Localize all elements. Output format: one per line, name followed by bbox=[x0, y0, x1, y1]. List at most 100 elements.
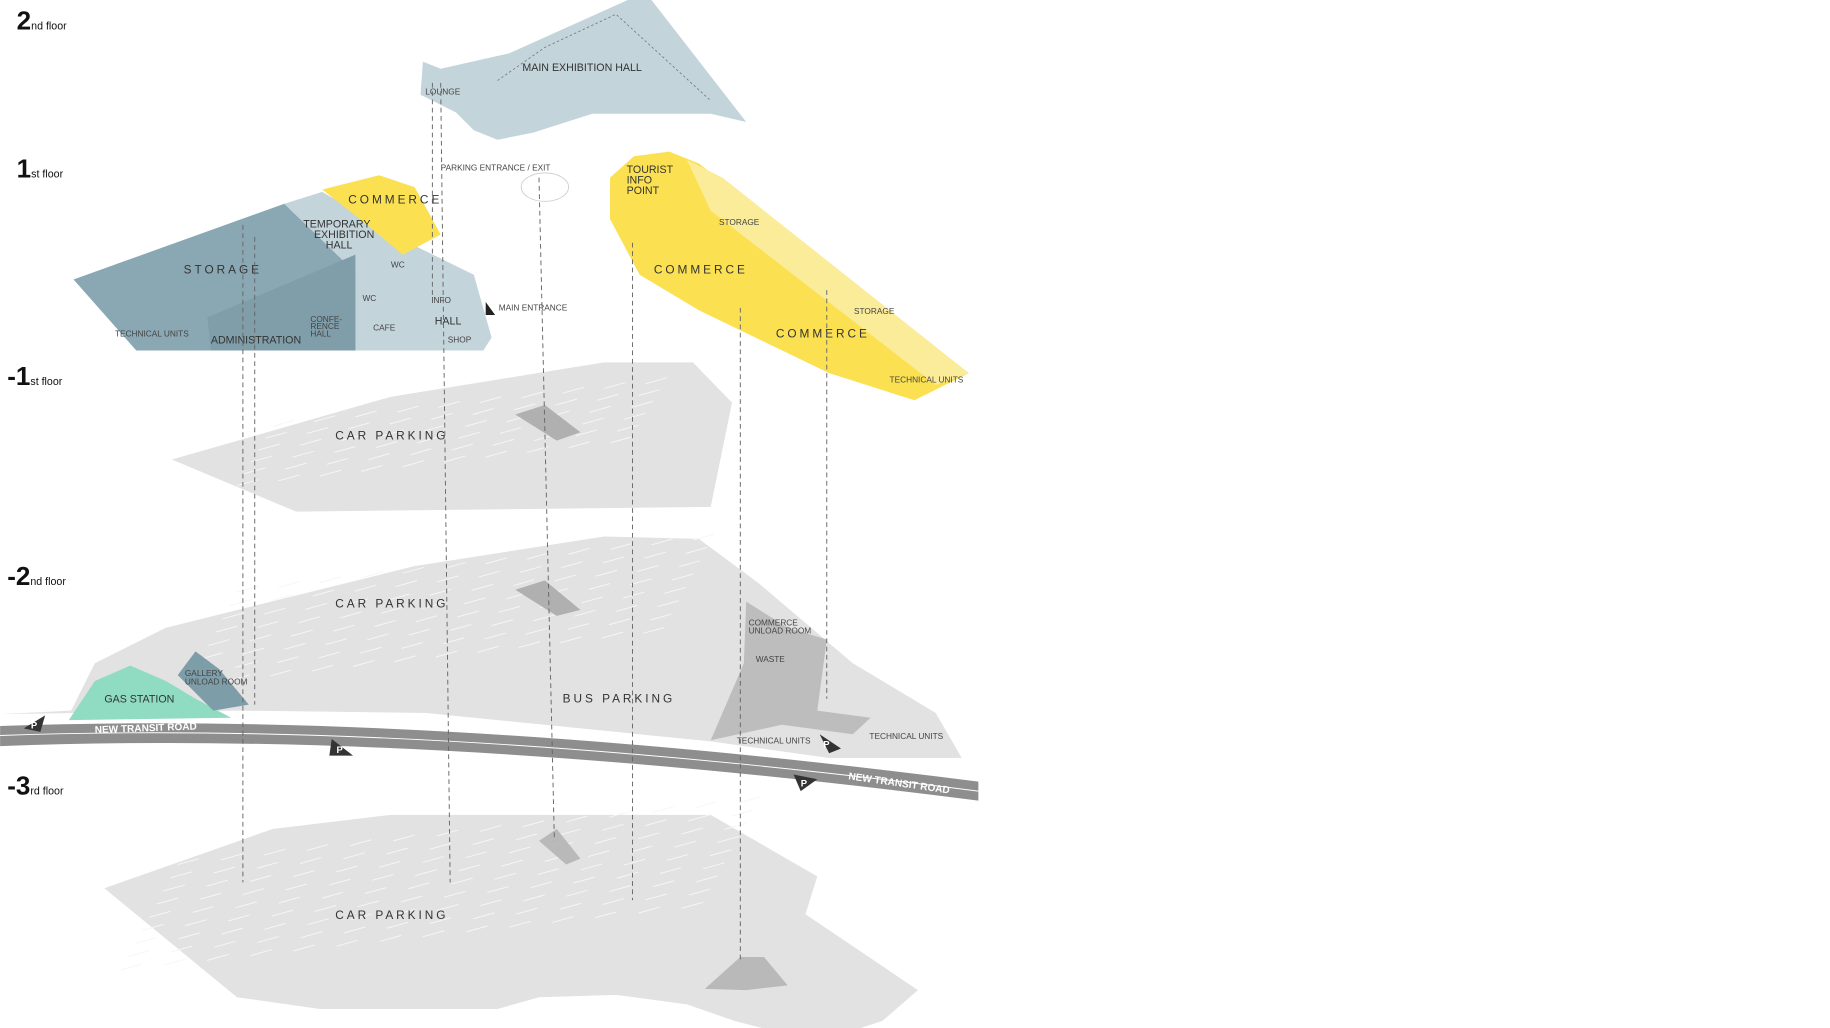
parking-stall-mark bbox=[566, 889, 588, 897]
temporary-hall-label-2: EXHIBITION bbox=[314, 229, 374, 241]
parking-stall-mark bbox=[436, 829, 459, 837]
parking-stall-mark bbox=[574, 609, 596, 617]
parking-stall-mark bbox=[630, 578, 652, 586]
commerce-unload-label-2: UNLOAD ROOM bbox=[749, 626, 812, 636]
parking-stall-mark bbox=[201, 652, 223, 660]
parking-stall-mark bbox=[311, 664, 334, 672]
parking-stall-mark bbox=[177, 858, 200, 866]
parking-stall-mark bbox=[595, 911, 617, 919]
commerce-right-label-2: COMMERCE bbox=[776, 327, 870, 341]
parking-stall-mark bbox=[595, 569, 618, 577]
parking-stall-mark bbox=[681, 827, 703, 835]
parking-stall-mark bbox=[650, 613, 672, 621]
gas-station-area bbox=[68, 665, 232, 721]
parking-stall-mark bbox=[512, 579, 535, 587]
parking-stall-mark bbox=[208, 639, 230, 646]
parking-stall-mark bbox=[278, 581, 300, 588]
bus-parking-label: BUS PARKING bbox=[563, 691, 676, 705]
parking-stall-mark bbox=[214, 940, 236, 948]
new-transit-road bbox=[0, 723, 979, 801]
parking-stall-mark bbox=[256, 861, 279, 869]
parking-stall-mark bbox=[163, 958, 186, 966]
parking-stall-mark bbox=[436, 575, 459, 583]
parking-stall-mark bbox=[368, 453, 390, 460]
parking-stall-mark bbox=[263, 848, 286, 856]
svg-text:2nd floor: 2nd floor bbox=[17, 6, 67, 36]
parking-stall-mark bbox=[215, 625, 238, 633]
parking-stall-mark bbox=[235, 660, 258, 668]
parking-stall-mark bbox=[480, 899, 502, 907]
floor-suffix: nd floor bbox=[30, 576, 66, 588]
parking-stall-mark bbox=[738, 796, 761, 804]
parking-stall-mark bbox=[336, 939, 359, 947]
parking-stall-mark bbox=[731, 809, 753, 817]
parking-stall-mark bbox=[389, 417, 412, 425]
parking-stall-mark bbox=[348, 422, 370, 430]
parking-stall-mark bbox=[588, 583, 611, 590]
parking-stall-mark bbox=[638, 389, 660, 397]
parking-stall-mark bbox=[306, 427, 329, 434]
parking-stall-mark bbox=[258, 443, 280, 451]
parking-stall-mark bbox=[285, 462, 307, 470]
floor-number: -1 bbox=[7, 361, 30, 391]
parking-stall-mark bbox=[429, 588, 452, 596]
parking-stall-mark bbox=[637, 565, 659, 572]
parking-stall-mark bbox=[451, 877, 473, 885]
parking-stall-mark bbox=[264, 922, 286, 930]
parking-stall-mark bbox=[206, 879, 229, 887]
parking-stall-mark bbox=[171, 945, 193, 953]
parking-stall-mark bbox=[645, 893, 668, 901]
parking-stall-mark bbox=[631, 401, 653, 408]
parking-stall-mark bbox=[609, 436, 632, 444]
parking-stall-mark bbox=[228, 674, 251, 682]
parking-stall-mark bbox=[617, 424, 639, 432]
parking-stall-mark bbox=[229, 599, 252, 606]
parking-stall-mark bbox=[257, 936, 279, 943]
parking-stall-mark bbox=[265, 431, 287, 439]
parking-stall-mark bbox=[328, 878, 351, 886]
parking-stall-mark bbox=[609, 885, 632, 892]
parking-sign-icon: P bbox=[329, 739, 354, 756]
parking-stall-mark bbox=[518, 641, 541, 648]
parking-stall-mark bbox=[332, 624, 355, 632]
parking-stall-mark bbox=[657, 600, 679, 608]
temporary-hall-label-3: HALL bbox=[326, 240, 353, 252]
parking-stall-mark bbox=[442, 637, 465, 645]
parking-stall-mark bbox=[367, 633, 389, 641]
parking-stall-mark bbox=[688, 814, 710, 822]
parking-stall-mark bbox=[492, 438, 515, 446]
parking-stall-mark bbox=[678, 560, 701, 568]
parking-stall-mark bbox=[594, 837, 617, 844]
parking-stall-mark bbox=[458, 431, 480, 439]
conference-label-3: HALL bbox=[310, 328, 331, 338]
parking-stall-mark bbox=[692, 533, 715, 541]
parking-stall-mark bbox=[192, 906, 214, 913]
parking-stall-mark bbox=[299, 438, 322, 446]
parking-stall-mark bbox=[509, 920, 531, 928]
parking-stall-mark bbox=[666, 853, 689, 861]
parking-stall-mark bbox=[341, 434, 363, 442]
parking-stall-mark bbox=[355, 410, 377, 418]
parking-stall-mark bbox=[386, 847, 408, 855]
floor1-left-block: STORAGE TECHNICAL UNITS ADMINISTRATION C… bbox=[73, 163, 569, 351]
parking-stall-mark bbox=[602, 556, 625, 564]
parking-stall-mark bbox=[293, 944, 315, 952]
tourist-info-label: TOURIST bbox=[627, 164, 674, 176]
shop-label: SHOP bbox=[448, 334, 472, 344]
parking-stall-mark bbox=[685, 547, 708, 554]
parking-stall-mark bbox=[185, 919, 207, 927]
parking-stall-mark bbox=[220, 853, 243, 861]
main-entrance-label: MAIN ENTRANCE bbox=[499, 302, 568, 312]
parking-stall-mark bbox=[429, 917, 452, 924]
parking-stall-mark bbox=[558, 828, 581, 836]
core-block bbox=[704, 956, 788, 991]
parking-stall-mark bbox=[278, 474, 300, 482]
parking-stall-mark bbox=[554, 574, 576, 582]
svg-text:-2nd floor: -2nd floor bbox=[7, 561, 66, 591]
parking-stall-mark bbox=[501, 859, 524, 867]
main-entrance-arrow-icon bbox=[485, 302, 496, 316]
parking-stall-mark bbox=[724, 822, 746, 830]
parking-stall-mark bbox=[142, 923, 164, 931]
parking-stall-mark bbox=[567, 623, 589, 630]
parking-stall-mark bbox=[352, 660, 375, 667]
